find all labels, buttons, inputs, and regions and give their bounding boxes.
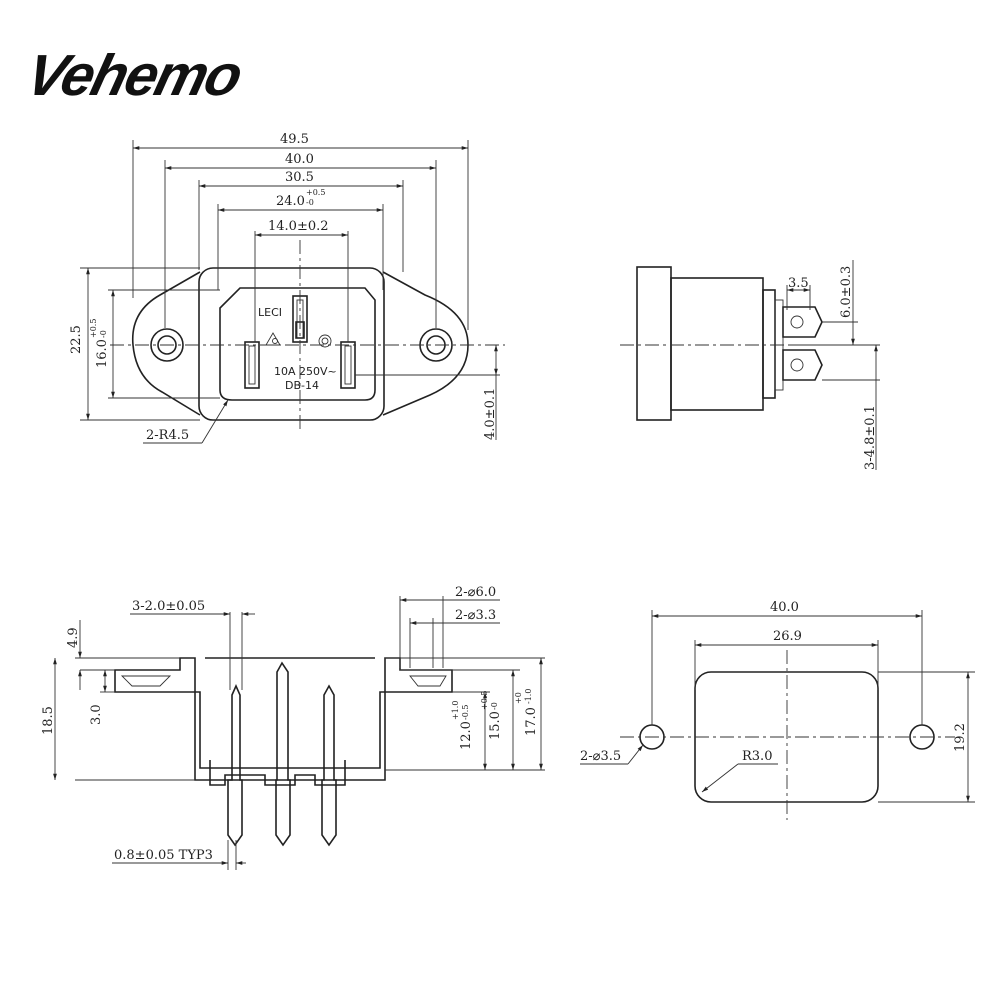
dim-hole-inner: 2-⌀3.3	[455, 608, 496, 623]
tab-bottom	[782, 349, 823, 381]
dim-radius: 2-R4.5	[146, 428, 189, 443]
section-pin-center	[275, 661, 291, 847]
dim-pin-offset: 4.0±0.1	[483, 388, 498, 440]
dim-corner-radius: R3.0	[742, 749, 772, 764]
dim-h12: 12.0	[459, 721, 474, 750]
dim-mounting: 40.0	[285, 152, 314, 167]
dim-h12-tol-upper: +1.0	[451, 701, 460, 720]
pin-left	[244, 341, 260, 389]
dim-hole-dia: 2-⌀3.5	[580, 749, 621, 764]
side-body	[670, 277, 764, 411]
cutout-view: 40.0 26.9 19.2 2-⌀3.5 R3.0	[580, 600, 975, 820]
mount-hole-left	[150, 328, 184, 362]
dim-tab-width: 3.5	[788, 276, 809, 291]
dim-h15-tol-lower: -0	[490, 702, 499, 710]
marking-model: DB-14	[285, 379, 319, 392]
dim-pin-dia: 3-2.0±0.05	[132, 599, 205, 614]
dim-flange-step: 3.0	[89, 704, 104, 725]
side-rear	[762, 289, 776, 399]
dim-body: 30.5	[285, 170, 314, 185]
dim-pin-thickness: 0.8±0.05 TYP3	[114, 848, 213, 863]
tab-top	[782, 306, 823, 338]
dim-h12-tol-lower: -0.5	[461, 705, 470, 720]
side-view: 3.5 6.0±0.3 3-4.8±0.1	[620, 260, 880, 470]
dim-face-tol-lower: -0	[306, 198, 314, 207]
dim-tab-thickness: 3-4.8±0.1	[863, 405, 878, 470]
dim-height: 22.5	[69, 325, 84, 354]
dim-total-height: 18.5	[41, 706, 56, 735]
section-pin-left	[227, 684, 243, 847]
dim-hole-outer: 2-⌀6.0	[455, 585, 496, 600]
dim-face-height-tol-upper: +0.5	[89, 319, 98, 338]
dim-tab-spacing: 6.0±0.3	[839, 266, 854, 318]
dim-holes-spacing: 40.0	[770, 600, 799, 615]
dim-flange: 4.9	[66, 627, 81, 648]
body-outline	[198, 267, 385, 421]
marking-rating: 10A 250V~	[274, 365, 337, 378]
dim-face-tol-upper: +0.5	[306, 188, 325, 197]
dim-cutout-width: 26.9	[773, 629, 802, 644]
cert-mark	[318, 334, 332, 348]
section-view: 3-2.0±0.05 2-⌀6.0 2-⌀3.3 4.9 3.0 18.5 12…	[41, 585, 545, 870]
mount-hole-left-inner	[157, 335, 177, 355]
dim-face: 24.0	[276, 194, 305, 209]
front-view: LECI 10A 250V~ DB-14 49.5 40.0 30.5 24.0…	[69, 132, 505, 444]
dim-face-height: 16.0	[95, 339, 110, 368]
side-flange	[636, 266, 672, 421]
socket-face	[219, 287, 376, 401]
dim-h17-tol-lower: -1.0	[524, 689, 533, 704]
dim-h17: 17.0	[524, 707, 539, 736]
dim-h15-tol-upper: +0.5	[480, 691, 489, 710]
dim-cutout-height: 19.2	[953, 723, 968, 752]
dim-h15: 15.0	[488, 711, 503, 740]
marking-brand: LECI	[258, 306, 282, 319]
dim-pins: 14.0±0.2	[268, 219, 329, 234]
pin-right	[340, 341, 356, 389]
dim-overall: 49.5	[280, 132, 309, 147]
dim-h17-tol-upper: +0	[514, 692, 523, 704]
section-pin-right	[321, 684, 337, 847]
dim-face-height-tol-lower: -0	[99, 330, 108, 338]
